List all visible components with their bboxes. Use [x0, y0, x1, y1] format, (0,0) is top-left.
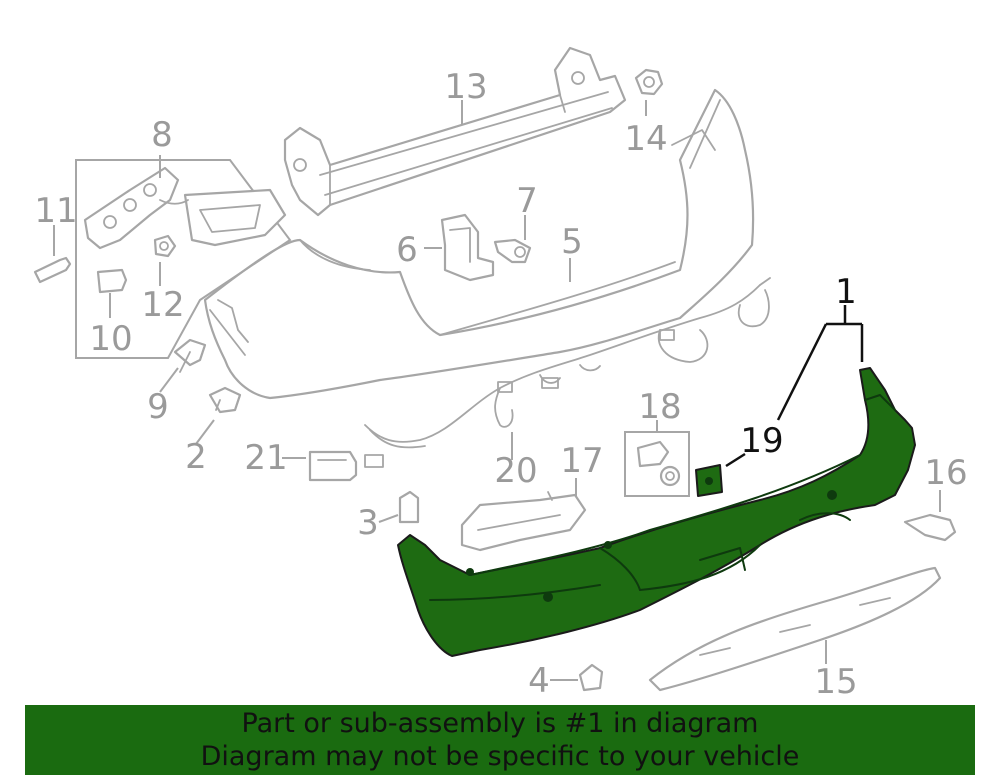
callout-11: 11 — [34, 191, 77, 231]
reflector-part — [460, 491, 587, 552]
callout-9: 9 — [147, 387, 169, 427]
trim-part-16 — [903, 513, 957, 542]
fastener-part-4 — [578, 663, 604, 692]
callout-7: 7 — [516, 181, 538, 221]
callout-15: 15 — [814, 662, 857, 702]
callout-14: 14 — [624, 119, 667, 159]
callout-13: 13 — [444, 67, 487, 107]
callout-10: 10 — [89, 319, 132, 359]
wiring-harness-part — [364, 277, 771, 468]
bumper-cover-part — [203, 88, 755, 400]
callout-19: 19 — [740, 421, 783, 461]
valance-part — [648, 566, 942, 692]
callout-1: 1 — [835, 272, 857, 312]
pin-part-9 — [173, 338, 207, 373]
bolt-part-2 — [208, 386, 242, 414]
bracket-part-3 — [398, 490, 420, 524]
group-box-8 — [75, 159, 292, 359]
module-part-21 — [308, 450, 358, 482]
callout-16: 16 — [924, 453, 967, 493]
callout-2: 2 — [185, 437, 207, 477]
impact-bar-part — [283, 46, 627, 217]
banner-line-2: Diagram may not be specific to your vehi… — [200, 741, 800, 772]
leader-lines-highlighted — [725, 305, 864, 468]
banner-line-1: Part or sub-assembly is #1 in diagram — [241, 708, 759, 739]
bracket-part-6 — [440, 213, 495, 282]
callout-3: 3 — [357, 503, 379, 543]
group-box-18 — [624, 431, 690, 497]
callout-21: 21 — [244, 438, 287, 478]
callout-18: 18 — [638, 387, 681, 427]
screw-part-11 — [33, 256, 72, 284]
callout-5: 5 — [561, 222, 583, 262]
highlighted-bracket-part-19 — [695, 464, 723, 497]
callout-12: 12 — [141, 285, 184, 325]
callout-17: 17 — [560, 441, 603, 481]
nut-part — [634, 68, 664, 96]
highlighted-bumper-part-1 — [397, 367, 916, 657]
leader-lines — [53, 100, 941, 681]
bolt-part-7 — [493, 238, 532, 264]
callout-6: 6 — [396, 230, 418, 270]
info-banner: Part or sub-assembly is #1 in diagram Di… — [25, 705, 975, 775]
callout-8: 8 — [151, 115, 173, 155]
callout-20: 20 — [494, 451, 537, 491]
callout-4: 4 — [528, 661, 550, 701]
